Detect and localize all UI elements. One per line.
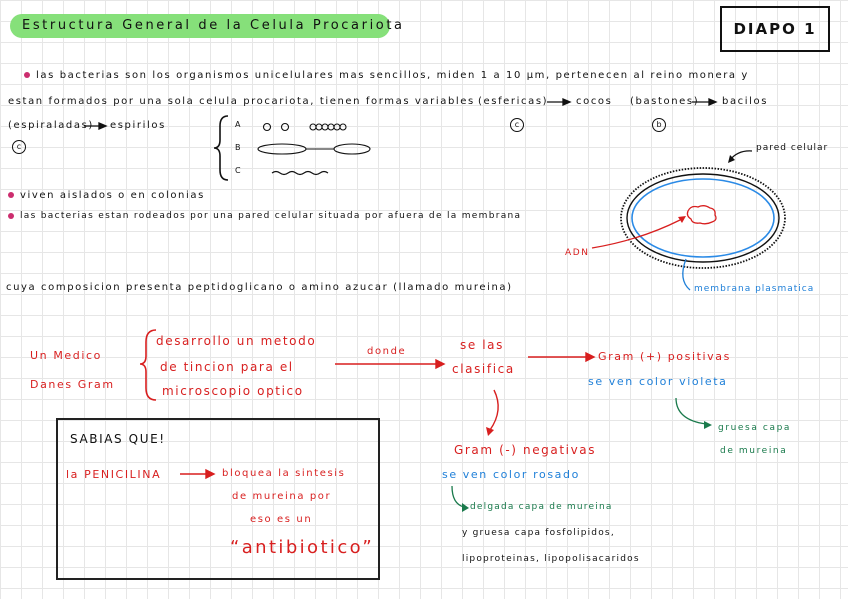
clasifica-line-2: clasifica (452, 362, 515, 376)
delgada-line-2: y gruesa capa fosfolipidos, (462, 528, 615, 538)
sabias-que-box (56, 418, 380, 580)
rosado-label: se ven color rosado (442, 468, 580, 481)
delgada-line-3: lipoproteinas, lipopolisacaridos (462, 554, 640, 564)
shape-label-a: A (235, 120, 243, 129)
cocci-shapes (262, 122, 347, 132)
bullet-item-text: viven aislados o en colonias (20, 190, 205, 201)
desarrollo-line-1: desarrollo un metodo (156, 334, 317, 348)
esfericas-label: (esfericas) (478, 96, 549, 107)
gram-brace (139, 329, 157, 401)
circle-c-marker: c (12, 140, 26, 154)
shape-label-c: C (235, 166, 243, 175)
pared-celular-label: pared celular (756, 143, 829, 153)
gram-arrows (180, 351, 596, 480)
espiraladas-label: (espiraladas) (8, 120, 94, 131)
espirilos-label: espirilos (110, 120, 166, 131)
gruesa-line-1: gruesa capa (718, 423, 792, 433)
delgada-line-1: delgada capa de mureina (470, 502, 613, 512)
medico-line-1: Un Medico (30, 349, 102, 362)
circle-b-marker: b (652, 118, 666, 132)
shape-brace (213, 115, 229, 181)
slide-label: DIAPO 1 (720, 6, 830, 52)
gram-negativas: Gram (-) negativas (454, 443, 597, 457)
violeta-label: se ven color violeta (588, 375, 728, 388)
adn-label: ADN (565, 248, 590, 258)
donde-label: donde (367, 346, 407, 357)
bacilos-label: bacilos (722, 96, 769, 107)
gram-positivas: Gram (+) positivas (598, 350, 731, 363)
penicilina-label: la PENICILINA (66, 468, 162, 481)
sabias-heading: SABIAS QUE! (70, 432, 166, 446)
medico-line-2: Danes Gram (30, 378, 115, 391)
desarrollo-line-3: microscopio optico (162, 384, 304, 398)
bloquea-line-1: bloquea la sintesis (222, 468, 346, 479)
cocos-label: cocos (576, 96, 613, 107)
bastones-label: (bastones) (630, 96, 700, 107)
clasifica-line-1: se las (460, 338, 504, 352)
bullet-item-cont: cuya composicion presenta peptidoglicano… (6, 282, 513, 293)
intro-line-2: estan formados por una sola celula proca… (8, 96, 475, 107)
intro-line-1: las bacterias son los organismos unicelu… (24, 70, 749, 81)
antibiotico-label: “antibiotico” (230, 537, 375, 558)
membrana-plasmatica-label: membrana plasmatica (694, 284, 815, 294)
bloquea-line-2: de mureina por (232, 491, 332, 502)
bullet-icon (24, 72, 30, 78)
bacilli-shapes (257, 143, 371, 155)
circle-c-marker: c (510, 118, 524, 132)
spirilla-shape (271, 170, 329, 176)
bullet-icon (8, 192, 14, 198)
bullet-item: viven aislados o en colonias (8, 190, 205, 201)
intro-arrows (84, 98, 718, 130)
bullet-item-text: las bacterias estan rodeados por una par… (20, 211, 522, 221)
bloquea-line-3: eso es un (250, 514, 313, 525)
bullet-icon (8, 212, 14, 219)
desarrollo-line-2: de tincion para el (160, 360, 294, 374)
shape-label-b: B (235, 143, 243, 152)
page-title: Estructura General de la Celula Procario… (10, 14, 402, 38)
prokaryote-cell (620, 167, 786, 269)
gruesa-line-2: de mureina (720, 446, 788, 456)
bullet-item: las bacterias estan rodeados por una par… (8, 211, 521, 221)
intro-line-1-text: las bacterias son los organismos unicelu… (36, 70, 749, 81)
